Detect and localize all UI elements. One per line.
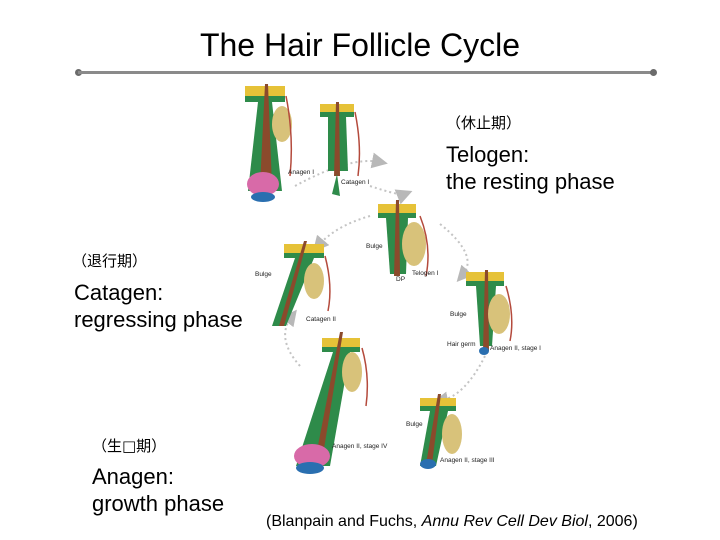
catagen-name: Catagen: — [74, 280, 164, 305]
cycle-arrow-anagen2-stage-iii — [432, 355, 486, 408]
anagen-ii-stage-i-follicle: Bulge Hair germ Anagen II, stage I — [447, 270, 541, 355]
catagen-cjk-label: （退行期） — [72, 252, 148, 270]
citation-suffix: , 2006) — [587, 513, 638, 530]
anagen-name: Anagen: — [92, 464, 174, 489]
dp-label: DP — [396, 276, 405, 283]
telogen-i-label: Telogen I — [412, 270, 439, 277]
bulge-label-anagen-ii-stage-i: Bulge — [450, 311, 467, 318]
catagen-ii-label: Catagen II — [306, 316, 336, 323]
anagen-cjk-label: （生□期） — [92, 437, 167, 455]
telogen-description: the resting phase — [446, 169, 615, 194]
citation-prefix: (Blanpain and Fuchs, — [266, 513, 422, 530]
catagen-description: regressing phase — [74, 307, 243, 332]
cycle-arrow-catagen-to-telogen — [369, 185, 413, 205]
cycle-arrow-stage-iv-to-catagen — [280, 309, 301, 367]
catagen-i-follicle: Catagen I — [320, 102, 369, 196]
anagen-i-follicle: Anagen I — [245, 84, 314, 202]
citation: (Blanpain and Fuchs, Annu Rev Cell Dev B… — [266, 512, 638, 532]
telogen-cjk-label: （休止期） — [446, 114, 522, 132]
bulge-label-catagen-ii: Bulge — [255, 271, 272, 278]
hair-follicle-cycle-diagram: Anagen I Catagen I Bulge DP Telogen I Bu… — [245, 84, 541, 474]
anagen-ii-stage-iii-label: Anagen II, stage III — [440, 457, 495, 464]
title-rule — [78, 71, 654, 74]
hair-germ-label: Hair germ — [447, 341, 476, 348]
bulge-label-telogen: Bulge — [366, 243, 383, 250]
slide-title: The Hair Follicle Cycle — [199, 27, 521, 63]
cycle-arrow-telogen-to-catagen2 — [312, 215, 371, 253]
catagen-ii-follicle: Bulge Catagen II — [255, 241, 336, 326]
telogen-follicle: Bulge DP Telogen I — [366, 200, 439, 283]
anagen-ii-stage-iv-label: Anagen II, stage IV — [332, 443, 388, 450]
anagen-description: growth phase — [92, 491, 225, 516]
anagen-ii-stage-iii-follicle: Bulge Anagen II, stage III — [406, 394, 495, 469]
catagen-i-label: Catagen I — [341, 179, 369, 186]
anagen-i-label: Anagen I — [288, 169, 314, 176]
cycle-arrow-telogen-to-anagen2 — [439, 223, 474, 282]
telogen-name: Telogen: — [446, 142, 530, 167]
citation-journal: Annu Rev Cell Dev Biol — [421, 513, 588, 530]
anagen-ii-stage-i-label: Anagen II, stage I — [490, 345, 541, 352]
title-rule-right-dot — [650, 69, 657, 76]
bulge-label-anagen-ii-stage-iii: Bulge — [406, 421, 423, 428]
anagen-ii-stage-iv-follicle: Anagen II, stage IV — [294, 332, 388, 474]
